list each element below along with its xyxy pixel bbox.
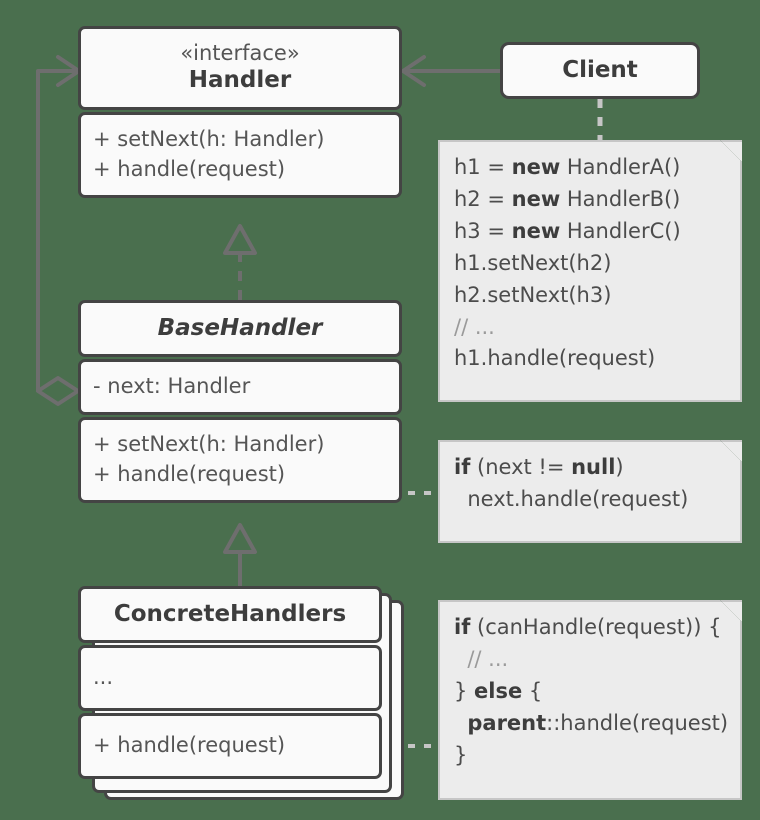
note-code-line: next.handle(request) — [454, 486, 689, 511]
note-code-line: // ... — [454, 314, 495, 339]
class-basehandler-header: BaseHandler — [78, 300, 402, 357]
class-basehandler-field-0: - next: Handler — [93, 374, 251, 399]
note-code-line: if (next != null) — [454, 455, 624, 479]
note-code-line: } — [454, 742, 468, 767]
note-code-line: h3 = new HandlerC() — [454, 218, 681, 243]
class-concretehandlers-field-0: ... — [93, 665, 114, 690]
class-handler-method-1: + handle(request) — [93, 157, 286, 181]
note-code-line: // ... — [454, 646, 509, 671]
note-code-line: h2.setNext(h3) — [454, 282, 612, 307]
note-code-line: if (canHandle(request)) { — [454, 615, 722, 639]
class-concretehandlers-header: ConcreteHandlers — [78, 586, 382, 643]
note-base-handle-code: if (next != null) next.handle(request) — [438, 440, 742, 543]
note-code-line: } else { — [454, 678, 543, 703]
class-basehandler-method-0: + setNext(h: Handler) — [93, 432, 325, 457]
class-handler-header: «interface» Handler — [78, 26, 402, 110]
class-basehandler-method-1: + handle(request) — [93, 462, 286, 486]
class-basehandler[interactable]: BaseHandler - next: Handler + setNext(h:… — [78, 300, 402, 503]
class-basehandler-name: BaseHandler — [157, 314, 323, 341]
class-handler-name: Handler — [188, 67, 292, 94]
note-client-code-lines: h1 = new HandlerA() h2 = new HandlerB() h3… — [454, 152, 726, 375]
connector-realization-handler — [223, 224, 257, 300]
note-client-code: h1 = new HandlerA() h2 = new HandlerB() h3… — [438, 140, 742, 402]
class-basehandler-methods: + setNext(h: Handler) + handle(request) — [78, 417, 402, 503]
note-concrete-handle-code: if (canHandle(request)) { // ... } else {… — [438, 600, 742, 800]
note-base-handle-lines: if (next != null) next.handle(request) — [454, 452, 726, 516]
note-code-line: h1.handle(request) — [454, 346, 656, 371]
class-handler-methods: + setNext(h: Handler) + handle(request) — [78, 112, 402, 198]
note-concrete-handle-lines: if (canHandle(request)) { // ... } else {… — [454, 612, 729, 772]
class-client[interactable]: Client — [500, 42, 700, 99]
connector-generalization-basehandler — [223, 523, 257, 586]
class-basehandler-fields: - next: Handler — [78, 359, 402, 415]
note-code-line: h2 = new HandlerB() — [454, 186, 681, 211]
class-concretehandlers-methods: + handle(request) — [78, 713, 382, 779]
class-concretehandlers-name: ConcreteHandlers — [113, 600, 347, 627]
note-code-line: h1.setNext(h2) — [454, 250, 612, 275]
class-handler-method-0: + setNext(h: Handler) — [93, 127, 325, 152]
class-client-header: Client — [500, 42, 700, 99]
note-code-line: parent::handle(request) — [467, 710, 729, 735]
note-code-line: h1 = new HandlerA() — [454, 155, 681, 179]
class-concretehandlers-fields: ... — [78, 645, 382, 711]
connector-client-to-handler — [401, 55, 500, 87]
class-client-name: Client — [562, 56, 638, 83]
class-concretehandlers-method-0: + handle(request) — [93, 733, 286, 758]
class-handler[interactable]: «interface» Handler + setNext(h: Handler… — [78, 26, 402, 198]
class-concretehandlers[interactable]: ConcreteHandlers ... + handle(request) — [78, 586, 382, 779]
class-handler-stereotype: «interface» — [180, 40, 300, 65]
